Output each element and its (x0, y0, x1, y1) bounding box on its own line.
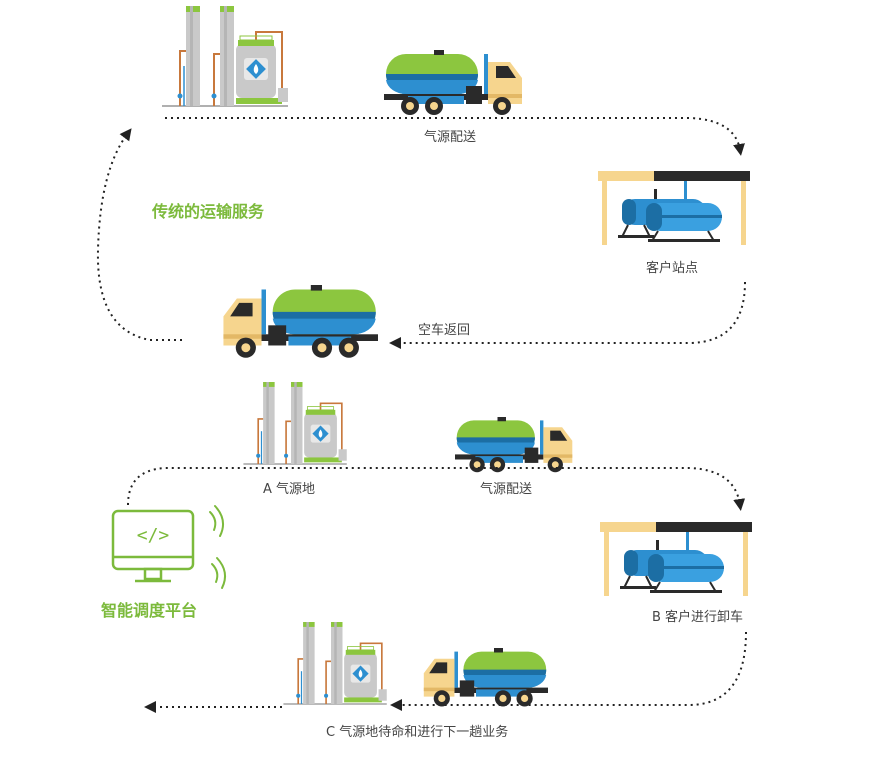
tanker-truck-return (223, 285, 378, 358)
dispatch-monitor-icon: </> (111, 509, 195, 583)
customer-station-b (599, 521, 753, 597)
tanker-truck-delivery (455, 417, 573, 473)
title-dispatch-platform: 智能调度平台 (101, 601, 198, 620)
customer-station-top (597, 170, 751, 246)
label-delivery-bottom: 气源配送 (480, 482, 533, 497)
route-back-left (96, 128, 182, 341)
gas-plant-top (161, 5, 289, 107)
route-return-top (389, 281, 746, 349)
route-delivery-top (165, 117, 745, 156)
wireless-signal-icon (209, 505, 227, 589)
label-standby-c: C 气源地待命和进行下一趟业务 (326, 725, 509, 740)
label-delivery-top: 气源配送 (424, 130, 477, 145)
route-return-bottom (390, 631, 747, 711)
tanker-truck-standby (423, 648, 548, 707)
label-unload-b: B 客户进行卸车 (652, 610, 744, 625)
title-traditional-service: 传统的运输服务 (152, 202, 265, 221)
code-glyph: </> (137, 525, 170, 546)
label-customer-site: 客户站点 (646, 261, 699, 276)
label-source-a: A 气源地 (263, 482, 316, 497)
gas-plant-a (242, 381, 348, 465)
label-empty-return: 空车返回 (418, 323, 471, 338)
tanker-truck-top (384, 50, 522, 115)
gas-plant-c (282, 621, 388, 705)
route-delivery-bottom (127, 467, 746, 511)
